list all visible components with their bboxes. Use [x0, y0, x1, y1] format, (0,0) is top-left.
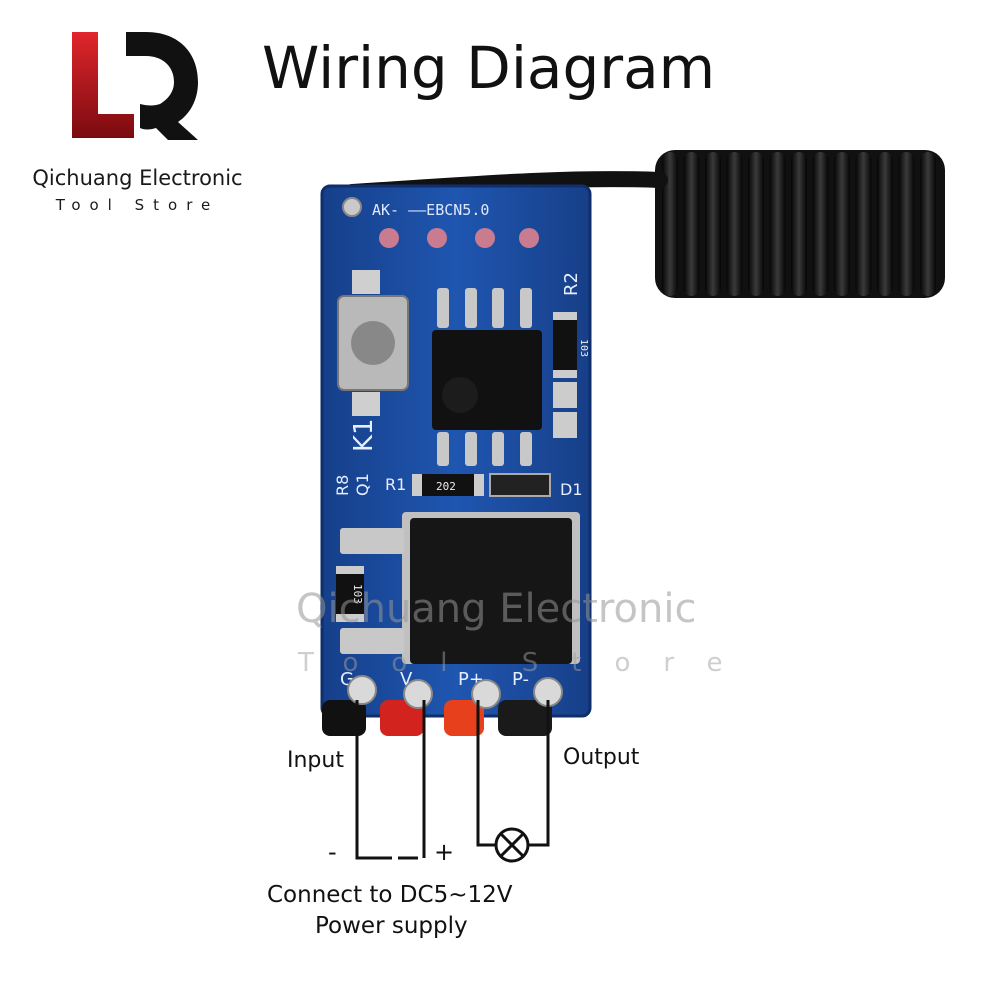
coil-turn [705, 152, 721, 296]
wire-load-right [528, 700, 550, 847]
silkscreen-top: AK- ——EBCN5.0 [372, 201, 489, 219]
coil-turn [683, 152, 700, 296]
wire-black [322, 700, 366, 736]
silkscreen-r8: R8 [333, 475, 352, 496]
mosfet [340, 512, 580, 664]
resistor-103-left: 103 [336, 566, 364, 622]
silkscreen-k1: K1 [349, 418, 379, 452]
page-title: Wiring Diagram [262, 34, 716, 102]
positive-terminal-label: + [434, 838, 455, 866]
antenna-coil [655, 150, 945, 298]
output-label: Output [563, 745, 640, 770]
schematic-wires [355, 700, 550, 860]
diode [489, 473, 551, 497]
coil-turn [726, 152, 743, 296]
logo-q-shape [126, 32, 198, 140]
smd-component [553, 412, 577, 438]
watermark-line2: Tool Store [298, 648, 756, 678]
sop8-ic [432, 288, 542, 466]
silkscreen-d1: D1 [560, 480, 583, 499]
power-supply-label: Power supply [315, 913, 468, 939]
svg-text:103: 103 [578, 339, 589, 357]
pad [379, 228, 399, 248]
brand-logo [72, 32, 198, 140]
wire-load-left [476, 700, 496, 847]
resistor-202: 202 [412, 474, 484, 496]
supply-voltage-label: Connect to DC5~12V [267, 882, 513, 908]
lamp-icon [494, 827, 530, 863]
pad [475, 228, 495, 248]
brand-subtitle: Tool Store [55, 196, 220, 214]
coil-turn [834, 152, 850, 296]
coil-turn [877, 152, 893, 296]
svg-text:202: 202 [436, 480, 456, 493]
wire-red [380, 700, 424, 736]
negative-terminal-label: - [328, 838, 337, 866]
coil-turn [791, 152, 807, 296]
coil-turn [920, 152, 936, 296]
wire-orange [444, 700, 484, 736]
brand-name: Qichuang Electronic [32, 166, 243, 190]
pad [427, 228, 447, 248]
smd-component [553, 382, 577, 408]
resistor-103-top: 103 [553, 312, 589, 378]
silkscreen-r1: R1 [385, 475, 406, 494]
wire-negative [355, 700, 392, 860]
solder-joint [471, 679, 501, 709]
pad [342, 197, 362, 217]
input-label: Input [287, 748, 344, 773]
coil-turn [812, 152, 829, 296]
solder-joint [347, 675, 377, 705]
coil-turn [855, 152, 872, 296]
pin-label-p-minus: P- [512, 669, 529, 690]
coil-turn [748, 152, 764, 296]
silkscreen-r2: R2 [561, 272, 582, 296]
logo-l-shape [72, 32, 134, 138]
solder-joint [403, 679, 433, 709]
coil-turn [898, 152, 915, 296]
coil-turn [769, 152, 786, 296]
pad [519, 228, 539, 248]
coil-turn [662, 152, 678, 296]
watermark-line1: Qichuang Electronic [296, 586, 697, 632]
svg-text:103: 103 [351, 584, 364, 604]
wire-dark [498, 700, 552, 736]
silkscreen-q1: Q1 [353, 473, 372, 496]
